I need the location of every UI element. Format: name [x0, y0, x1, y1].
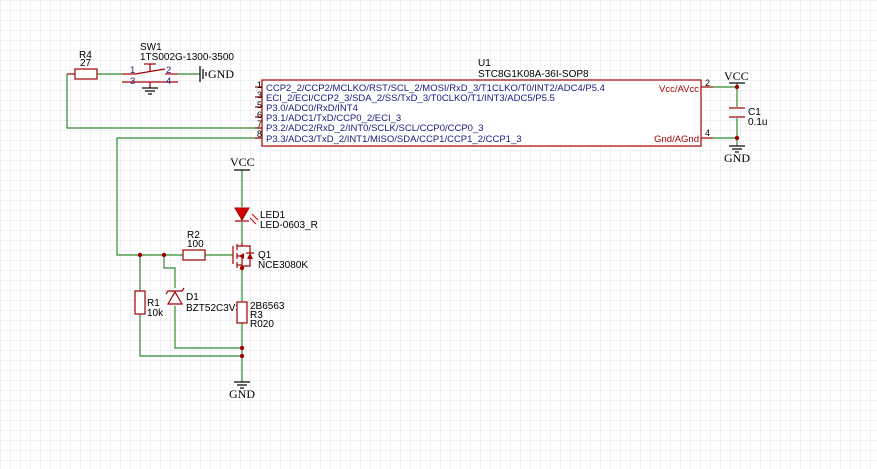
- r3-body: [236, 301, 248, 324]
- gnd-label: GND: [208, 67, 234, 81]
- wire-r4-pin6: [66, 74, 262, 129]
- u1-pin-number: 6: [257, 110, 262, 120]
- u1-pin-name: P3.2/ADC2/RxD_2/INT0/SCLK/SCL/CCP0/CCP0_…: [266, 123, 484, 134]
- sw1-ref: SW1: [140, 42, 162, 53]
- u1-pin-name: Vcc/AVcc: [659, 84, 699, 95]
- led1-ref: LED1: [260, 210, 285, 221]
- q1-drain: [237, 243, 243, 247]
- u1-pin-name: P3.0/ADC0/RxD/INT4: [266, 103, 358, 114]
- u1-pin-name: ECI_2/ECI/CCP2_3/SDA_2/SS/TxD_3/T0CLKO/T…: [266, 93, 555, 104]
- junction-dot: [734, 135, 740, 141]
- junction-dot: [239, 353, 245, 359]
- wire-d1-bottom: [174, 306, 242, 349]
- u1-pin-number: 7: [257, 119, 262, 129]
- u1-pin-name: P3.3/ADC3/TxD_2/INT1/MISO/SDA/CCP1/CCP1_…: [266, 134, 522, 145]
- c1-component[interactable]: C1 0.1u: [729, 107, 767, 128]
- junction-dot: [734, 84, 740, 90]
- r3-ref: R3: [250, 310, 263, 321]
- r3-part: 2B6563: [250, 301, 285, 312]
- u1-pin-number: 4: [705, 128, 710, 138]
- u1-pin-number: 2: [705, 78, 710, 88]
- sw1-gnd-net: GND: [178, 66, 234, 82]
- r3-value: R020: [250, 319, 274, 330]
- u1-ref: U1: [478, 58, 491, 69]
- sw1-pin-number: 1: [130, 65, 135, 76]
- r4-body: [74, 68, 98, 80]
- led1-component[interactable]: LED1 LED-0603_R: [234, 207, 318, 231]
- vcc-label: VCC: [230, 155, 255, 169]
- junction-dot: [137, 252, 143, 258]
- d1-zener-bar: [165, 287, 185, 295]
- u1-pin-number: 8: [257, 129, 262, 139]
- r3-component[interactable]: 2B6563 R3 R020: [236, 301, 285, 330]
- q1-diode-triangle: [247, 253, 253, 259]
- r1-component[interactable]: R1 10k: [134, 290, 164, 319]
- gnd-label: GND: [229, 387, 255, 401]
- junction-dot: [161, 252, 167, 258]
- sw1-pin-number: 3: [130, 76, 135, 87]
- vcc-label: VCC: [724, 69, 749, 83]
- sw1-pin-number: 2: [166, 65, 171, 76]
- r4-component[interactable]: R4 27: [67, 50, 98, 80]
- u1-pin-number: 1: [257, 80, 262, 90]
- vcc-right: VCC: [724, 69, 749, 84]
- sw1-pin-number: 4: [166, 76, 171, 87]
- q1-ref: Q1: [258, 250, 272, 261]
- c1-value: 0.1u: [748, 117, 767, 128]
- d1-ref: D1: [186, 292, 199, 303]
- d1-component[interactable]: D1 BZT52C3V3: [165, 287, 241, 314]
- d1-part: BZT52C3V3: [186, 303, 241, 314]
- r2-body: [182, 249, 206, 261]
- q1-component[interactable]: Q1 NCE3080K: [232, 243, 308, 271]
- vcc-led: VCC: [230, 155, 255, 171]
- junction-dot: [239, 345, 245, 351]
- r4-ref: R4: [79, 50, 92, 61]
- gnd-bottom: GND: [229, 381, 255, 401]
- sw1-part: 1TS002G-1300-3500: [140, 52, 234, 63]
- r2-ref: R2: [187, 230, 200, 241]
- led1-arrow: [251, 213, 259, 221]
- led1-part: LED-0603_R: [260, 220, 318, 231]
- r2-component[interactable]: R2 100: [182, 230, 206, 261]
- u1-part: STC8G1K08A-36I-SOP8: [478, 69, 589, 80]
- d1-triangle: [166, 290, 184, 305]
- gnd-right: GND: [724, 145, 750, 165]
- r1-ref: R1: [147, 298, 160, 309]
- r1-body: [134, 290, 146, 315]
- sw1-contact: [134, 68, 166, 75]
- q1-arrow: [239, 253, 244, 259]
- wire-r1-gnd: [139, 314, 242, 357]
- r1-value: 10k: [147, 308, 164, 319]
- gnd-label: GND: [724, 151, 750, 165]
- r4-value: 27: [80, 58, 92, 69]
- sw1-component[interactable]: SW1 1TS002G-1300-3500 1 2 3 4: [122, 42, 234, 95]
- wire-d1-top: [163, 255, 176, 288]
- q1-part: NCE3080K: [258, 260, 308, 271]
- c1-ref: C1: [748, 107, 761, 118]
- u1-pin-name: Gnd/AGnd: [654, 134, 699, 145]
- led1-arrow: [249, 217, 257, 225]
- u1-pin-name: CCP2_2/CCP2/MCLKO/RST/SCL_2/MOSI/RxD_3/T…: [266, 83, 605, 94]
- u1-pin-name: P3.1/ADC1/TxD/CCP0_2/ECI_3: [266, 113, 401, 124]
- r2-value: 100: [187, 239, 204, 250]
- u1-component[interactable]: U1 STC8G1K08A-36I-SOP8 1 3 5 6 7 8 CCP2_…: [255, 58, 713, 147]
- u1-pin-number: 5: [257, 100, 262, 110]
- u1-body: [261, 79, 702, 147]
- u1-pin-number: 3: [257, 90, 262, 100]
- led1-triangle: [234, 207, 250, 221]
- wire-pin8-gate: [116, 137, 262, 256]
